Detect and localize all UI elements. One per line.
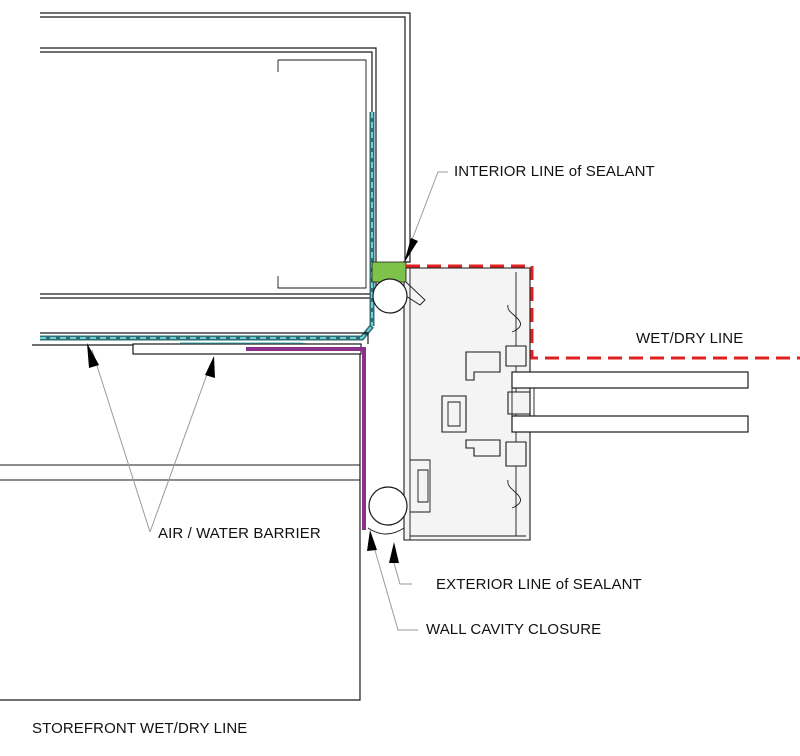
wall-cavity-closure — [246, 347, 366, 530]
drawing-title: STOREFRONT WET/DRY LINE — [32, 720, 248, 737]
exterior-sealant-label: EXTERIOR LINE of SEALANT — [436, 576, 642, 593]
wet-dry-line — [406, 264, 800, 360]
storefront-frame — [403, 267, 531, 541]
interior-sealant — [371, 261, 408, 314]
glazing-unit — [511, 371, 749, 433]
head-wall-framing — [40, 12, 411, 299]
air-water-barrier-label: AIR / WATER BARRIER — [158, 525, 321, 542]
wet-dry-line-label: WET/DRY LINE — [636, 330, 744, 347]
interior-sealant-label: INTERIOR LINE of SEALANT — [454, 163, 655, 180]
leader-lines — [87, 171, 448, 631]
wall-cavity-closure-label: WALL CAVITY CLOSURE — [426, 621, 602, 638]
exterior-sealant — [367, 486, 408, 535]
air-water-barrier — [40, 112, 375, 351]
lower-wall — [0, 332, 369, 701]
